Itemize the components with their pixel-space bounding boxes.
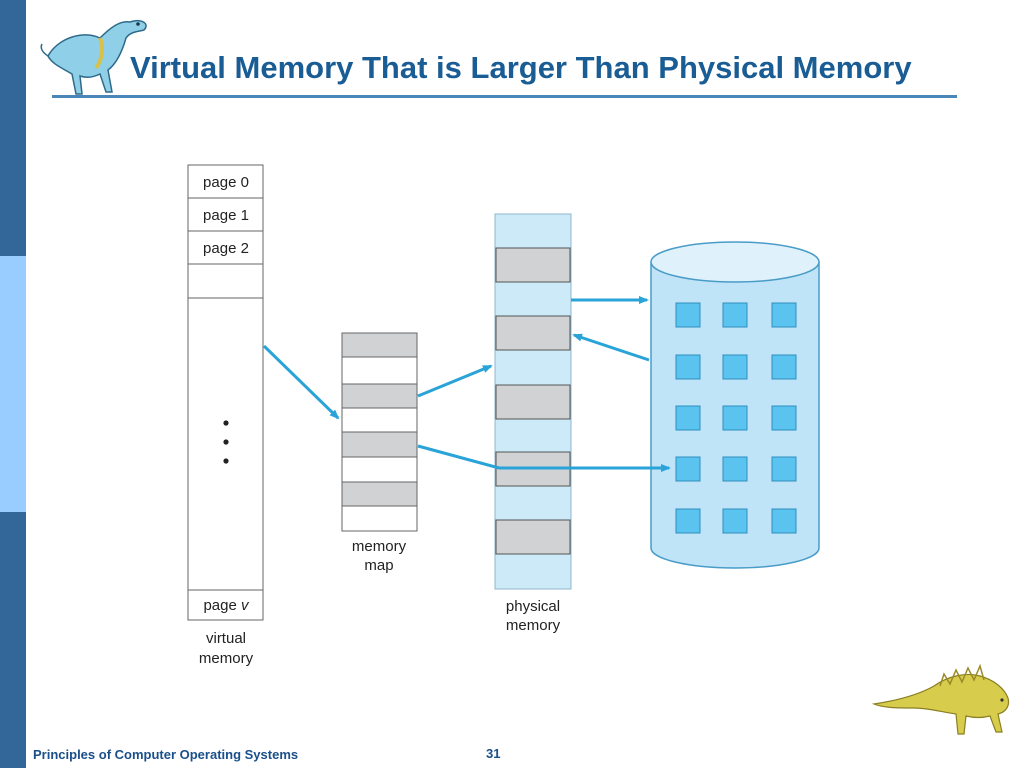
slide-title: Virtual Memory That is Larger Than Physi… [130, 50, 912, 85]
memory-map-entry [341, 431, 418, 458]
disk-backing-store [650, 241, 820, 569]
physical-frame [495, 247, 571, 283]
memory-map-caption-line1: memory [352, 538, 407, 555]
disk-block [675, 405, 701, 431]
virtual-memory-caption-line2: memory [199, 650, 254, 667]
virtual-page-2-label: page 2 [203, 240, 249, 257]
disk-block [771, 302, 797, 328]
memory-map-entry [341, 383, 418, 409]
disk-block [675, 456, 701, 482]
virtual-page-v-label: page v [203, 597, 250, 614]
arrow-disk-to-physical [572, 333, 650, 362]
physical-frame [495, 519, 571, 555]
dinosaur-footer-icon [871, 663, 1010, 735]
arrow-virtual-to-map [262, 344, 340, 420]
disk-block [675, 508, 701, 534]
virtual-memory-caption-line1: virtual [206, 630, 246, 647]
disk-block [771, 405, 797, 431]
arrow-map-to-disk [417, 444, 671, 472]
disk-block [771, 456, 797, 482]
sidebar-stripe-top [0, 0, 26, 256]
sidebar-stripe-bottom [0, 512, 26, 768]
footer-page-number: 31 [486, 746, 501, 761]
memory-map-column: memory map [341, 332, 418, 574]
physical-frame [495, 384, 571, 420]
disk-block [722, 405, 748, 431]
disk-block [722, 302, 748, 328]
physical-memory-caption-line2: memory [506, 617, 561, 634]
footer-course-title: Principles of Computer Operating Systems [33, 747, 299, 762]
arrow-map-to-physical [417, 364, 493, 398]
disk-block [722, 508, 748, 534]
memory-map-caption-line2: map [364, 557, 393, 574]
disk-block [771, 508, 797, 534]
physical-memory-caption-line1: physical [506, 598, 560, 615]
disk-block-grid [675, 302, 797, 534]
virtual-page-1-label: page 1 [203, 207, 249, 224]
physical-memory-column: physical memory [494, 213, 572, 634]
memory-map-entry [341, 332, 418, 358]
ellipsis-dot [223, 458, 229, 464]
physical-frame [495, 315, 571, 351]
ellipsis-dot [223, 420, 229, 426]
title-divider [52, 95, 957, 98]
memory-map-entry [341, 481, 418, 507]
ellipsis-dot [223, 439, 229, 445]
disk-block [722, 354, 748, 380]
virtual-memory-column: page 0 page 1 page 2 page v virtual memo… [187, 164, 264, 667]
disk-block [675, 354, 701, 380]
disk-block [675, 302, 701, 328]
disk-block [722, 456, 748, 482]
sidebar-stripe-middle [0, 256, 26, 512]
disk-block [771, 354, 797, 380]
dinosaur-logo-icon [40, 19, 147, 95]
virtual-page-0-label: page 0 [203, 174, 249, 191]
